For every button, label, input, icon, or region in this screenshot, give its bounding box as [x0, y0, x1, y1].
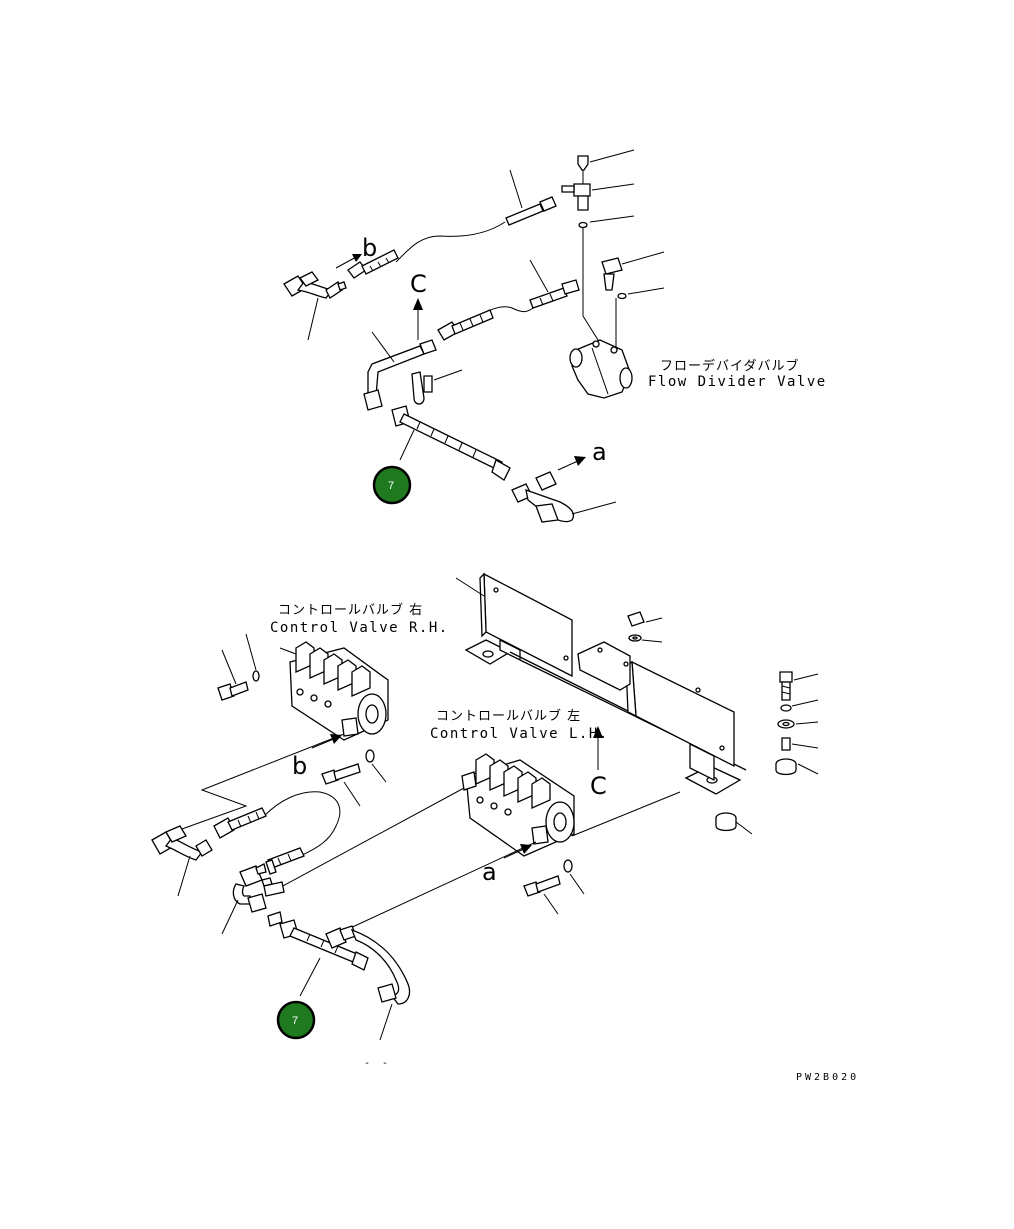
- hose-b-upper: [347, 249, 399, 279]
- mount-lower: [715, 812, 737, 832]
- fitting-b-lower: [151, 825, 213, 861]
- upper-assembly: [283, 149, 665, 523]
- hose-a-upper: [391, 405, 511, 481]
- flow-divider-valve: [569, 339, 633, 399]
- control-valve-rh-label-jp: コントロールバルブ 右: [278, 602, 423, 618]
- bolt-rh-left: [217, 681, 249, 701]
- bolt-rh-lower: [321, 763, 361, 785]
- o-ring-upper-1: [578, 221, 588, 229]
- washer-right-1: [780, 704, 792, 712]
- pipe-lower-a: [325, 925, 411, 1005]
- fitting-a-upper: [511, 471, 575, 523]
- connection-b-upper: b: [362, 234, 377, 262]
- control-valve-lh: [461, 753, 575, 857]
- connection-a-lower: a: [482, 858, 497, 886]
- callout-badge-bottom: 7: [276, 1000, 316, 1040]
- control-valve-rh-label-en: Control Valve R.H.: [270, 620, 449, 636]
- connection-c-upper: C: [410, 270, 427, 298]
- bolt-lh-lower: [523, 875, 561, 897]
- washer-rh-left: [252, 670, 260, 682]
- hose-a-lower: [267, 911, 369, 971]
- lower-assembly: [151, 572, 819, 1041]
- spacer-right: [781, 737, 791, 751]
- svg-text:7: 7: [292, 1015, 298, 1027]
- hose-line-lower-b: [263, 791, 341, 857]
- elbow-upper: [601, 257, 623, 291]
- svg-text:7: 7: [388, 480, 394, 492]
- small-bracket: [577, 641, 631, 691]
- drawing-code: PW2B020: [796, 1072, 859, 1083]
- bracket-plate-right: [625, 660, 742, 795]
- pipe-upper-left: [363, 339, 437, 411]
- flow-divider-label-jp: フローデバイダバルブ: [660, 358, 799, 374]
- washer-rh-lower: [365, 749, 375, 763]
- bracket-plate-left: [464, 572, 573, 678]
- control-valve-rh: [289, 641, 389, 741]
- washer-right-2: [777, 719, 795, 729]
- nut-upper: [627, 611, 645, 642]
- connection-b-lower: b: [292, 752, 307, 780]
- bolt-right: [779, 671, 793, 701]
- hose-b-lower: [213, 807, 305, 875]
- control-valve-lh-label-en: Control Valve L.H.: [430, 726, 609, 742]
- control-valve-lh-label-jp: コントロールバルブ 左: [436, 708, 581, 724]
- mount-right: [775, 758, 797, 776]
- callout-badge-top: 7: [372, 465, 412, 505]
- pipe-lower-left: [232, 863, 285, 913]
- fitting-u-small: [411, 371, 433, 405]
- washer-lh-lower: [563, 859, 573, 873]
- hose-line-top: [395, 221, 506, 263]
- connection-a-upper: a: [592, 438, 607, 466]
- hose-tee: [505, 196, 557, 226]
- fitting-b-upper: [283, 271, 347, 299]
- bottom-mark: - -: [364, 1058, 391, 1069]
- guide-line-lh: [267, 787, 465, 895]
- o-ring-upper-2: [617, 292, 627, 300]
- hose-c-upper: [437, 279, 580, 341]
- tee-fitting: [561, 155, 591, 211]
- flow-divider-label-en: Flow Divider Valve: [648, 374, 827, 390]
- connection-c-lower: C: [590, 772, 607, 800]
- guide-line-rh: [167, 733, 345, 835]
